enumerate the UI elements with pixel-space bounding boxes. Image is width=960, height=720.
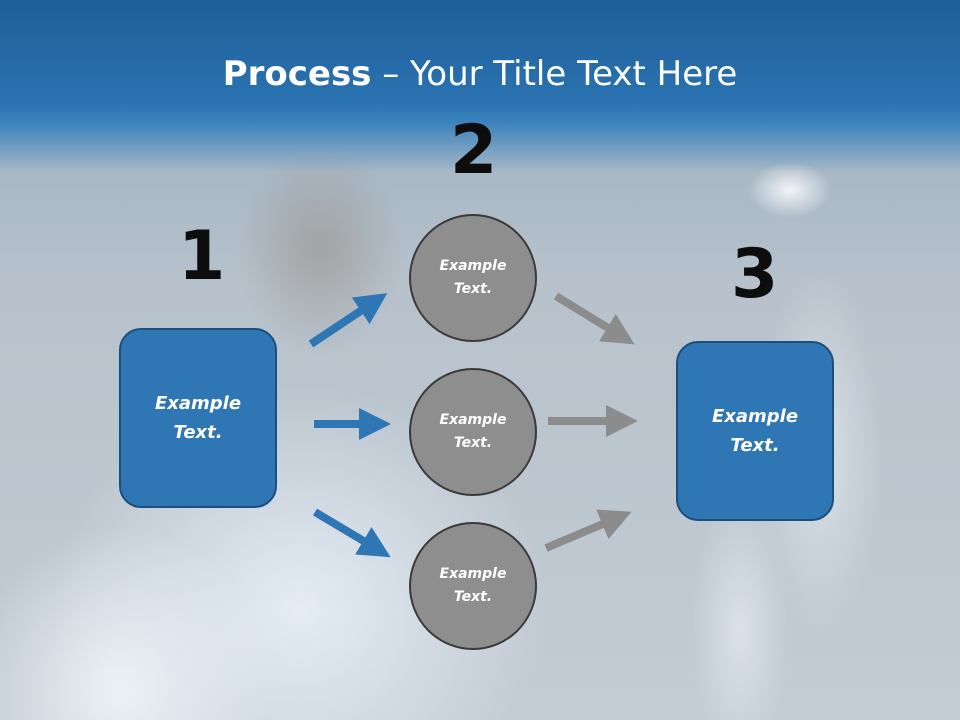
circle-middle-line1: Example	[439, 412, 507, 428]
step-2-circle-bottom[interactable]: Example Text.	[409, 522, 537, 650]
circle-top-line1: Example	[439, 258, 507, 274]
step-1-line1: Example	[154, 393, 242, 414]
circle-middle-line2: Text.	[453, 435, 493, 451]
step-1-text: Example Text.	[155, 389, 241, 447]
circle-bottom-text: Example Text.	[440, 563, 507, 609]
step-1-number: 1	[178, 217, 226, 296]
step-2-number: 2	[450, 111, 498, 190]
circle-bottom-line2: Text.	[453, 589, 493, 605]
step-2-circle-top[interactable]: Example Text.	[409, 214, 537, 342]
title-rest: – Your Title Text Here	[371, 54, 738, 94]
slide-title: Process – Your Title Text Here	[0, 52, 960, 96]
circle-top-text: Example Text.	[440, 255, 507, 301]
arrow-1-to-top	[308, 293, 388, 348]
step-3-number: 3	[731, 235, 779, 314]
arrow-bottom-to-3	[544, 509, 632, 552]
arrow-top-to-3	[553, 292, 635, 345]
circle-bottom-line1: Example	[439, 566, 507, 582]
circle-middle-text: Example Text.	[440, 409, 507, 455]
step-1-line2: Text.	[173, 422, 223, 443]
step-1-box[interactable]: Example Text.	[119, 328, 277, 508]
step-3-line2: Text.	[730, 435, 780, 456]
step-2-circle-middle[interactable]: Example Text.	[409, 368, 537, 496]
step-3-line1: Example	[711, 406, 799, 427]
step-3-box[interactable]: Example Text.	[676, 341, 834, 521]
circle-top-line2: Text.	[453, 281, 493, 297]
title-bold: Process	[222, 54, 372, 94]
arrow-1-to-bottom	[312, 508, 391, 558]
step-3-text: Example Text.	[712, 402, 798, 460]
